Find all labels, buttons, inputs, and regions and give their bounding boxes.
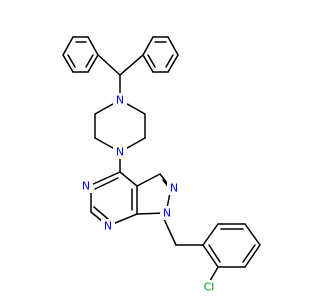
atom-n-pyrimidine-left: N	[79, 179, 93, 193]
bond	[142, 36, 154, 56]
atom-label: N	[116, 146, 124, 159]
bond	[90, 171, 121, 186]
bond	[62, 36, 74, 56]
bond	[242, 244, 256, 263]
bond	[202, 244, 219, 268]
label-backdrop	[113, 93, 127, 107]
bond	[67, 54, 76, 68]
label-backdrop	[199, 280, 219, 295]
bond	[136, 173, 161, 187]
bond	[244, 223, 261, 246]
atom-label: Cl	[204, 281, 215, 294]
bond	[119, 171, 138, 187]
bond	[163, 218, 177, 246]
bond	[87, 36, 99, 56]
bond	[62, 54, 74, 73]
bond	[119, 54, 144, 76]
atom-n-pyrazole-lower: N	[160, 206, 174, 220]
atom-label: N	[170, 182, 178, 195]
bond	[208, 244, 221, 263]
bond	[87, 54, 99, 73]
label-backdrop	[113, 145, 127, 159]
bond	[93, 206, 109, 220]
atom-label: N	[82, 180, 90, 193]
bond	[244, 244, 261, 268]
bond	[165, 54, 174, 68]
label-backdrop	[79, 179, 93, 193]
bond	[167, 54, 179, 73]
atom-n-pyrimidine-bottom: N	[101, 219, 115, 233]
label-backdrop	[101, 219, 115, 233]
molecule-structure: N N N N N N Cl	[62, 36, 261, 295]
atom-cl: Cl	[199, 280, 219, 295]
label-backdrop	[160, 206, 174, 220]
atom-label: N	[116, 94, 124, 107]
bond	[94, 177, 119, 190]
bond	[97, 54, 121, 76]
atom-label-layer: N N N N N N Cl	[79, 93, 219, 295]
bond	[85, 54, 94, 68]
bond	[167, 36, 179, 56]
atom-n-piperazine-bottom: N	[113, 145, 127, 159]
bond	[202, 223, 219, 246]
label-backdrop	[167, 181, 181, 195]
structure-canvas: N N N N N N Cl	[62, 36, 261, 295]
bond-layer	[62, 36, 261, 282]
bond	[147, 54, 156, 68]
bond	[142, 54, 154, 73]
atom-label: N	[163, 207, 171, 220]
bond	[209, 266, 219, 282]
atom-n-pyrazole-upper: N	[167, 181, 181, 195]
atom-label: N	[104, 220, 112, 233]
atom-n-piperazine-top: N	[113, 93, 127, 107]
